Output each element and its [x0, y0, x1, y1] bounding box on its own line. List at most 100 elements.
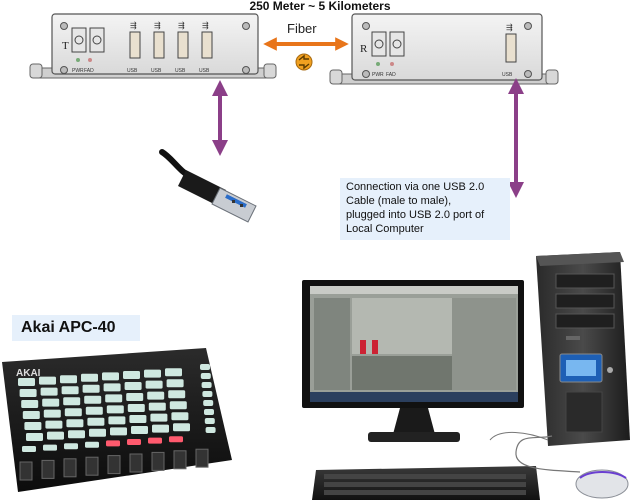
- monitor-cable: [489, 431, 549, 441]
- apc-scene-pad: [43, 444, 57, 451]
- apc-side-button: [204, 409, 214, 415]
- fiber-port-icon: [389, 31, 405, 57]
- transmitter-letter: T: [62, 40, 69, 52]
- apc-pad: [68, 430, 85, 439]
- apc-fader: [151, 451, 165, 471]
- callout-line: Cable (male to male),: [346, 195, 452, 207]
- apc-pad: [108, 416, 126, 425]
- apc-fader: [173, 450, 187, 470]
- transmitter-port-label: USB: [175, 68, 186, 74]
- apc-pad: [63, 397, 81, 406]
- apc-scene-pad: [22, 446, 36, 452]
- apc-pad: [131, 426, 148, 434]
- apc-pad: [45, 420, 63, 429]
- fiber-port-icon: [89, 27, 105, 53]
- transmitter-unit: T PWR FAD ⇶ ⇶ ⇶ ⇶ USB USB: [29, 13, 277, 79]
- apc-pad: [148, 402, 166, 411]
- receiver-unit: R PWR FAD ⇶ USB: [329, 13, 559, 85]
- apc-scene-pad: [85, 441, 99, 448]
- apc-side-button: [200, 373, 211, 379]
- tower-pc-icon: [536, 252, 630, 446]
- apc-pad: [165, 368, 182, 377]
- apc-pad: [89, 428, 106, 437]
- transmitter-led-label: PWR: [72, 68, 84, 74]
- apc-side-button: [204, 418, 215, 424]
- apc-pad: [168, 390, 186, 399]
- usb-port-icon: [201, 31, 213, 59]
- apc-pad-grid: [18, 364, 216, 452]
- callout-line: Connection via one USB 2.0: [346, 181, 485, 193]
- apc-pad: [21, 400, 39, 408]
- apc-pad: [147, 391, 165, 400]
- distance-title: 250 Meter ~ 5 Kilometers: [249, 0, 391, 13]
- led-icon: [88, 58, 92, 62]
- apc-pad: [24, 422, 42, 430]
- apc-fader: [129, 453, 143, 473]
- apc-pad: [110, 427, 127, 436]
- monitor-icon: [302, 280, 524, 442]
- apc-pad: [106, 405, 124, 414]
- screw-icon: [362, 70, 370, 78]
- apc-pad: [145, 380, 163, 389]
- apc-pad: [40, 387, 58, 396]
- connection-callout: Connection via one USB 2.0 Cable (male t…: [340, 178, 510, 240]
- apc-pad: [166, 379, 184, 388]
- apc-pad: [22, 411, 40, 419]
- keyboard-icon: [312, 466, 540, 500]
- apc-fader: [107, 455, 121, 475]
- screw-icon: [242, 66, 250, 74]
- fiber-link-icon: [295, 53, 313, 71]
- apc-fader: [41, 459, 55, 479]
- screw-icon: [524, 22, 532, 30]
- apc-scene-pad: [64, 443, 78, 450]
- transmitter-port-label: USB: [151, 68, 162, 74]
- receiver-letter: R: [360, 43, 368, 55]
- apc-side-button: [201, 382, 212, 388]
- apc-pad: [152, 424, 169, 433]
- apc-pad: [82, 384, 100, 393]
- apc-side-button: [202, 391, 213, 397]
- apc-scene-pad: [106, 440, 120, 447]
- usb-cable-icon: [159, 149, 257, 223]
- apc-pad: [129, 415, 147, 423]
- apc-pad: [85, 406, 103, 415]
- usb-port-icon: [129, 31, 141, 59]
- screw-icon: [60, 22, 68, 30]
- apc-pad: [64, 408, 82, 417]
- apc-pad: [103, 383, 121, 392]
- apc-side-button: [203, 400, 214, 406]
- apc-pad: [102, 372, 119, 381]
- apc-pad: [66, 419, 84, 428]
- apc-pad: [144, 369, 161, 378]
- apc-fader: [85, 456, 99, 476]
- led-icon: [76, 58, 80, 62]
- apc-pad: [19, 389, 37, 397]
- apc-pad: [42, 398, 60, 407]
- apc-pad: [47, 431, 64, 440]
- apc40-controller-icon: AKAI: [2, 348, 232, 492]
- apc-pad: [126, 393, 144, 401]
- svg-text:AKAI: AKAI: [16, 368, 41, 379]
- screw-icon: [242, 22, 250, 30]
- device-label: Akai APC-40: [12, 315, 140, 341]
- usb-symbol-icon: ⇶: [506, 23, 513, 32]
- apc-pad: [18, 378, 35, 386]
- apc-pad: [105, 394, 123, 403]
- callout-line: plugged into USB 2.0 port of: [346, 209, 485, 221]
- apc-scene-pad: [169, 436, 183, 443]
- apc-pad: [81, 373, 98, 382]
- usb-port-icon: [177, 31, 189, 59]
- apc-side-button: [200, 364, 210, 370]
- transmitter-led-label: FAD: [84, 68, 94, 74]
- callout-line: Local Computer: [346, 223, 424, 235]
- fiber-port-icon: [71, 27, 87, 53]
- usb-symbol-icon: ⇶: [202, 21, 209, 30]
- led-icon: [390, 62, 394, 66]
- screw-icon: [362, 22, 370, 30]
- receiver-port-label: USB: [502, 72, 513, 78]
- apc-scene-pad: [127, 439, 141, 445]
- apc-pad: [123, 371, 140, 379]
- apc-knob-row: [19, 448, 209, 481]
